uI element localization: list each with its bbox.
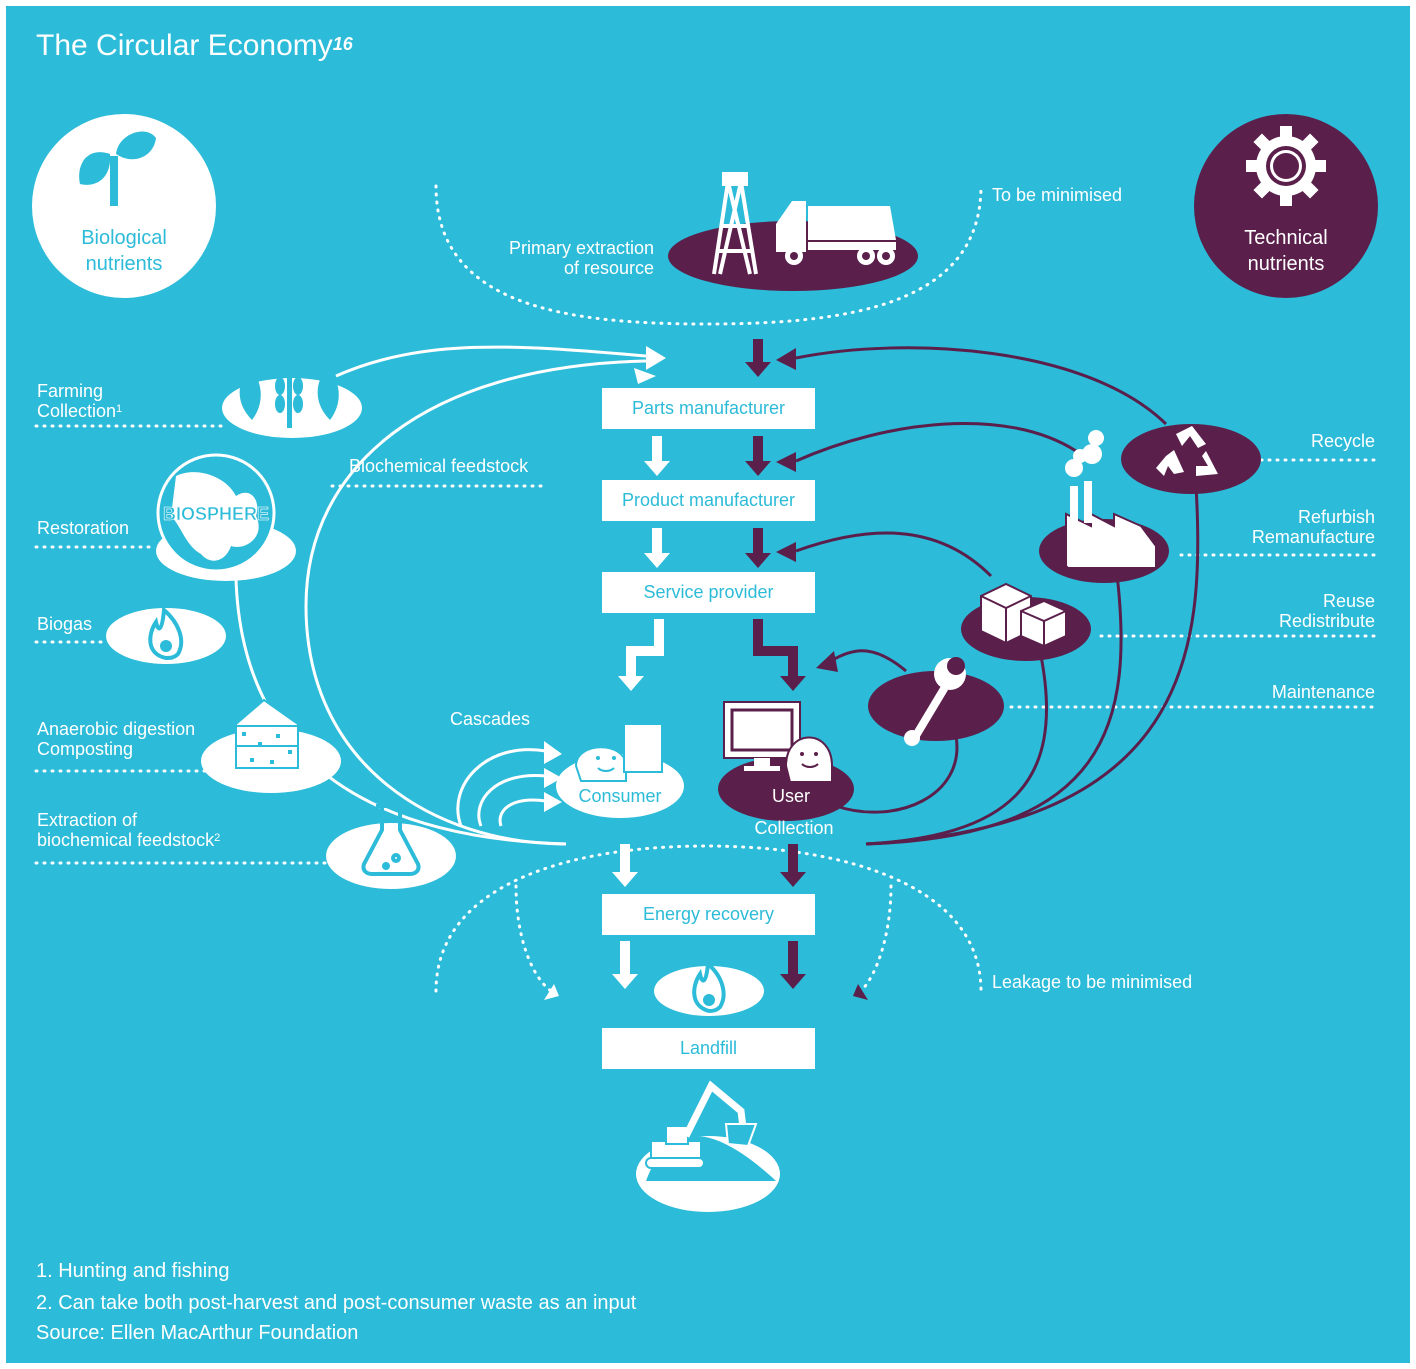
tech-nutrients-label: Technical nutrients [1208,225,1364,277]
landfill-box: Landfill [602,1028,815,1069]
dotted-arc-inner-right [859,884,893,993]
cascades-label: Cascades [450,709,531,729]
bio-arrowhead-2 [634,368,656,384]
maintenance-label: Maintenance [1271,682,1375,702]
composting-text: Composting [37,739,134,759]
dotted-arc-inner-left [514,884,553,993]
energy-recovery-box: Energy recovery [602,894,815,935]
page-title: The Circular Economy16 [36,28,353,64]
redistribute-text: Redistribute [1278,611,1375,631]
title-text: The Circular Economy [36,29,333,62]
bio-nutrients-line1: Biological [81,227,167,249]
product-manufacturer-box: Product manufacturer [602,480,815,521]
farming-label: Farming Collection1 [37,381,122,421]
biogas-label: Biogas [37,614,93,634]
bio-nutrients-label: Biological nutrients [46,225,202,277]
tech-loop-refurbish [795,421,1077,463]
leakage-label: Leakage to be minimised [992,972,1193,992]
collection-center-label: Collection [754,818,834,838]
reuse-label: Reuse Redistribute [1176,591,1375,631]
globe-icon: BIOSPHERE [156,453,276,573]
collection-text: Collection [37,401,117,421]
remanufacture-text: Remanufacture [1251,527,1375,547]
reuse-text: Reuse [1322,591,1375,611]
tech-loop-maint [830,649,907,673]
service-provider-box: Service provider [602,572,815,613]
bio-loop-inner [304,359,647,846]
refurbish-label: Refurbish Remanufacture [1176,507,1375,547]
extraction-ref: 2 [214,832,221,844]
recycle-icon [1156,426,1218,476]
compost-icon [235,698,299,769]
anaerobic-text: Anaerobic digestion [37,719,196,739]
anaerobic-label: Anaerobic digestion Composting [37,719,195,759]
biochemical-feedstock-label: Biochemical feedstock [349,456,529,476]
user-label: User [771,786,810,806]
extraction-line2: biochemical feedstock [37,830,215,850]
refurbish-text: Refurbish [1297,507,1375,527]
primary-extraction-line2: of resource [563,258,654,278]
restoration-label: Restoration [37,518,130,538]
flame-icon-biogas [148,605,184,661]
tech-nutrients-line1: Technical [1244,227,1328,249]
energy-ellipse [654,966,764,1016]
computer-user-icon [723,701,833,783]
bio-loop-outer [234,550,567,846]
excavator-icon [645,1080,776,1181]
biosphere-label: BIOSPHERE [163,504,269,524]
footnote-2: 2. Can take both post-harvest and post-c… [36,1292,637,1314]
tech-loop-refurbish-down [865,565,1123,846]
tech-loop-maint-down [835,735,959,814]
boxes-icon [980,582,1067,648]
flame-icon-energy [692,959,726,1014]
extraction-bio-ellipse [326,823,456,889]
bio-nutrients-line2: nutrients [85,253,163,275]
consumer-icon [574,713,663,782]
to-be-minimised-label: To be minimised [992,185,1123,205]
farming-text: Farming [37,381,104,401]
consumer-label: Consumer [578,786,662,806]
bio-top-arrow [335,345,647,378]
bio-arrowhead-1 [646,346,666,370]
title-ref: 16 [332,34,353,54]
fish-wheat-icon [239,366,339,428]
extraction-line1: Extraction of [37,810,138,830]
primary-extraction-label: Primary extraction of resource [446,238,654,278]
tech-nutrients-line2: nutrients [1247,253,1325,275]
dotted-arc-top [434,184,983,326]
recycle-ellipse [1121,424,1261,494]
wrench-icon [904,657,966,746]
circular-economy-diagram: BIOSPHERE [6,6,1410,1363]
gear-icon [1246,126,1326,206]
extraction-feedstock-label: Extraction of biochemical feedstock2 [37,810,220,850]
tech-loop-reuse-down [865,655,1049,846]
dotted-arc-bottom [434,844,983,993]
truck-icon [776,201,896,265]
leaf-icon [79,131,156,206]
primary-extraction-line1: Primary extraction [508,238,654,258]
tech-loop-reuse [795,531,993,578]
parts-manufacturer-box: Parts manufacturer [602,388,815,429]
oil-rig-icon [712,172,758,275]
source-note: Source: Ellen MacArthur Foundation [36,1322,359,1344]
diagram-graphics: BIOSPHERE [32,114,1378,1212]
flask-icon [361,804,421,876]
collection-ref: 1 [116,403,123,415]
footnote-1: 1. Hunting and fishing [36,1260,230,1282]
factory-icon [1065,430,1157,569]
recycle-label: Recycle [1310,431,1375,451]
biogas-ellipse [106,608,226,664]
bio-nutrients-circle [32,114,216,298]
tech-loop-recycle [795,346,1168,426]
